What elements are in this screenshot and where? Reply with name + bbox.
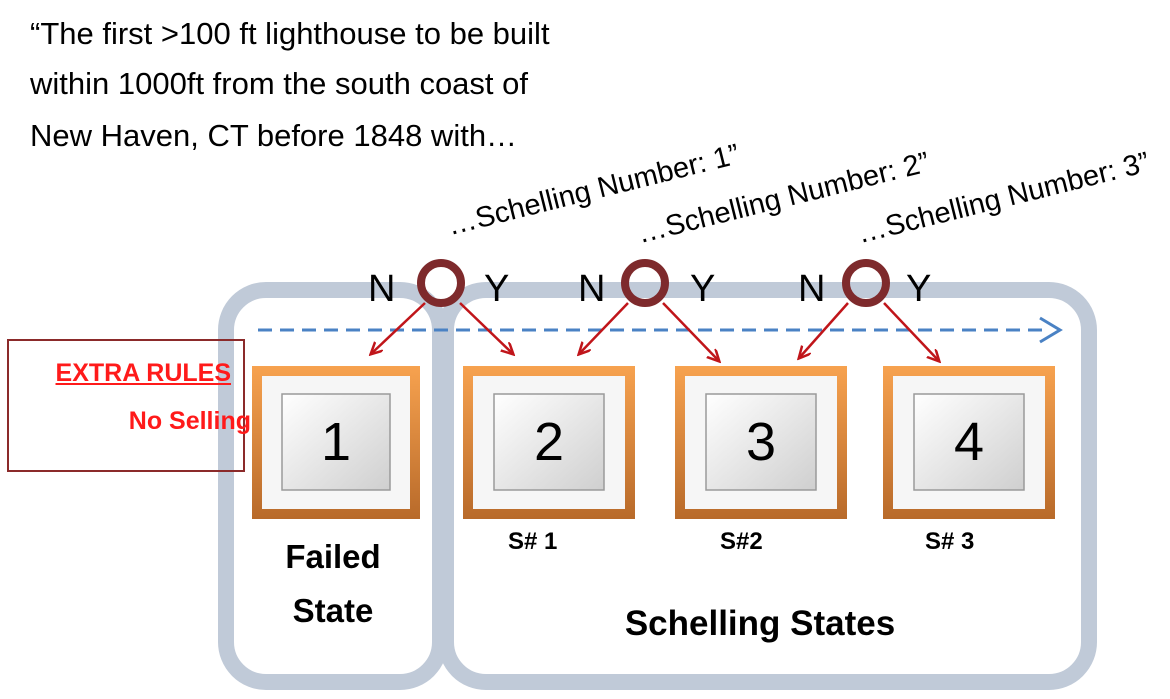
failed-state-label-line2: State [292,591,374,629]
arrow-node2-no [580,302,629,353]
state-label-3: S#2 [720,528,763,555]
arrow-node3-no [800,302,849,357]
branch-label-yes-2: Y [690,268,716,310]
branch-label-yes-3: Y [906,268,932,310]
schelling-states-group [438,282,1097,690]
dashed-arrow-head [1039,316,1063,344]
decision-node-2 [621,259,669,307]
decision-node-1 [417,259,465,307]
arrow-node2-yes [662,302,718,360]
state-box-3 [675,366,847,519]
state-label-2: S# 1 [508,528,558,555]
state-number-2: 2 [533,412,565,472]
state-number-3: 3 [745,412,777,472]
arrow-node3-yes [883,302,938,360]
state-box-1 [252,366,420,519]
extra-rules-title: EXTRA RULES [55,359,231,387]
state-number-4: 4 [953,412,985,472]
state-label-4: S# 3 [925,528,975,555]
branch-label-no-1: N [368,268,396,310]
state-number-1: 1 [320,412,352,472]
schelling-states-label: Schelling States [624,604,896,643]
extra-rules-item: No Selling [128,407,251,435]
decision-node-3 [842,259,890,307]
failed-state-label: Failed State [250,532,416,635]
state-box-4 [883,366,1055,519]
arrow-node1-no [372,302,426,353]
branch-label-yes-1: Y [484,268,510,310]
question-line-2: within 1000ft from the south coast of [30,66,528,101]
question-line-3: New Haven, CT before 1848 with… [30,118,518,153]
branch-label-no-3: N [798,268,826,310]
failed-state-label-line1: Failed [285,538,381,575]
extra-rules-box: EXTRA RULES No Selling [7,339,251,472]
question-line-1: “The first >100 ft lighthouse to be buil… [30,16,550,51]
state-box-2 [463,366,635,519]
arrow-node1-yes [459,302,512,353]
branch-label-no-2: N [578,268,606,310]
